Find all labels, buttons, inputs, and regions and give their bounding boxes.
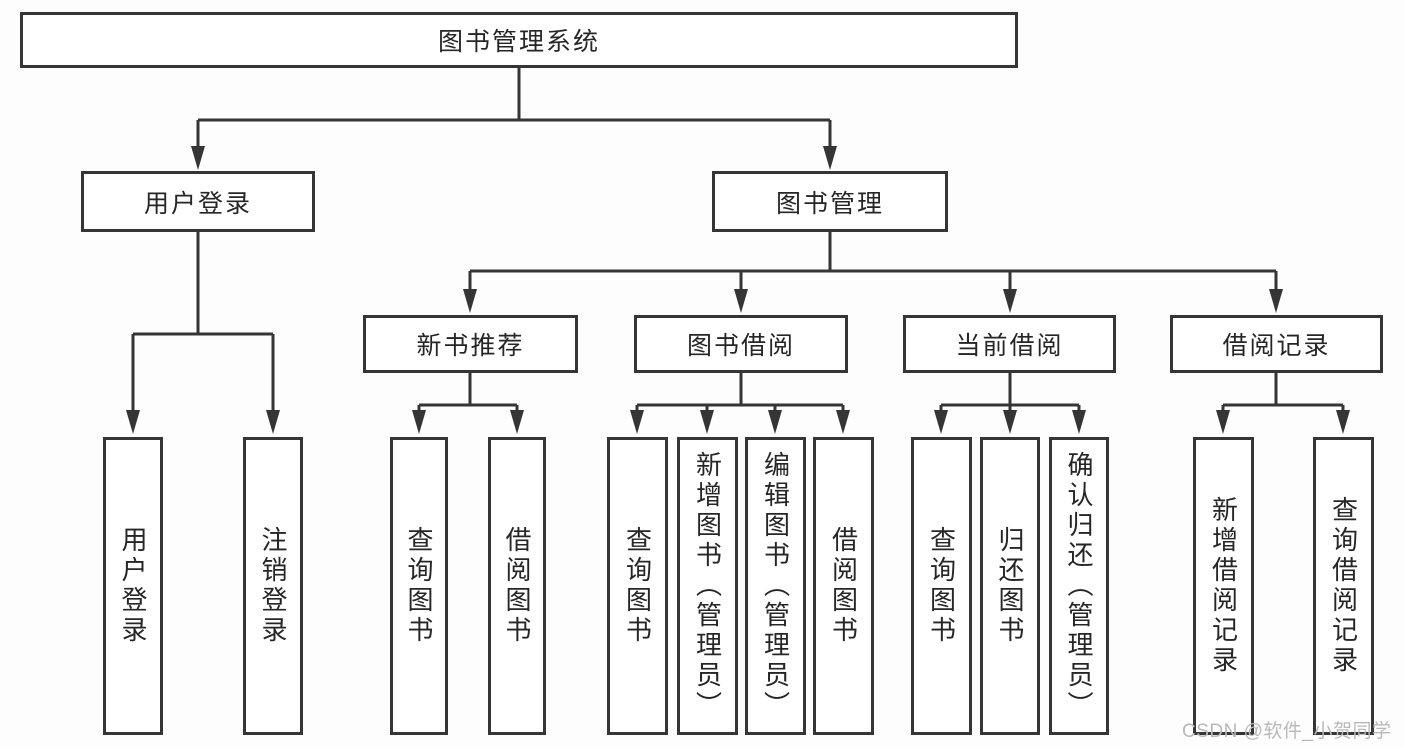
- leaf-label: 新增借阅记录: [1208, 496, 1239, 676]
- node-book-borrowing: 图书借阅: [634, 315, 848, 373]
- leaf-label: 确认归还（管理员）: [1064, 451, 1094, 721]
- leaf-label: 借阅图书: [502, 526, 532, 646]
- leaf-return-books: 归还图书: [980, 437, 1040, 735]
- node-label: 新书推荐: [416, 332, 525, 360]
- leaf-label: 编辑图书（管理员）: [760, 451, 791, 721]
- leaf-borrow-books-recommend: 借阅图书: [488, 437, 546, 735]
- leaf-label: 归还图书: [995, 526, 1025, 646]
- leaf-label: 查询图书: [404, 526, 434, 646]
- leaf-label: 用户登录: [118, 526, 148, 646]
- leaf-label: 查询图书: [926, 526, 957, 646]
- node-book-management: 图书管理: [712, 171, 948, 232]
- leaf-label: 查询图书: [622, 526, 653, 646]
- leaf-borrow-books-borrowing: 借阅图书: [813, 437, 874, 735]
- leaf-confirm-return-admin: 确认归还（管理员）: [1049, 437, 1109, 735]
- leaf-label: 新增图书（管理员）: [692, 451, 723, 721]
- watermark-text: CSDN @软件_小贺同学: [1182, 721, 1392, 742]
- leaf-label: 查询借阅记录: [1328, 496, 1359, 676]
- leaf-query-books-current: 查询图书: [911, 437, 972, 735]
- leaf-label: 借阅图书: [828, 526, 859, 646]
- leaf-add-borrow-record: 新增借阅记录: [1193, 437, 1254, 735]
- node-label: 图书管理系统: [437, 28, 600, 56]
- node-borrow-records: 借阅记录: [1170, 315, 1383, 373]
- leaf-label: 注销登录: [258, 526, 288, 646]
- leaf-user-login: 用户登录: [103, 437, 163, 735]
- node-label: 借阅记录: [1222, 332, 1331, 360]
- node-current-borrowing: 当前借阅: [903, 315, 1116, 373]
- leaf-add-book-admin: 新增图书（管理员）: [677, 437, 738, 735]
- node-label: 图书借阅: [686, 332, 795, 360]
- node-user-login: 用户登录: [81, 171, 315, 232]
- leaf-edit-book-admin: 编辑图书（管理员）: [745, 437, 806, 735]
- node-label: 用户登录: [143, 189, 252, 218]
- node-new-book-recommend: 新书推荐: [363, 315, 578, 373]
- leaf-query-borrow-record: 查询借阅记录: [1313, 437, 1374, 735]
- node-library-system: 图书管理系统: [20, 12, 1018, 68]
- leaf-query-books-recommend: 查询图书: [390, 437, 448, 735]
- leaf-query-books-borrowing: 查询图书: [607, 437, 668, 735]
- node-label: 当前借阅: [955, 332, 1064, 360]
- node-label: 图书管理: [775, 189, 884, 218]
- leaf-logout: 注销登录: [243, 437, 303, 735]
